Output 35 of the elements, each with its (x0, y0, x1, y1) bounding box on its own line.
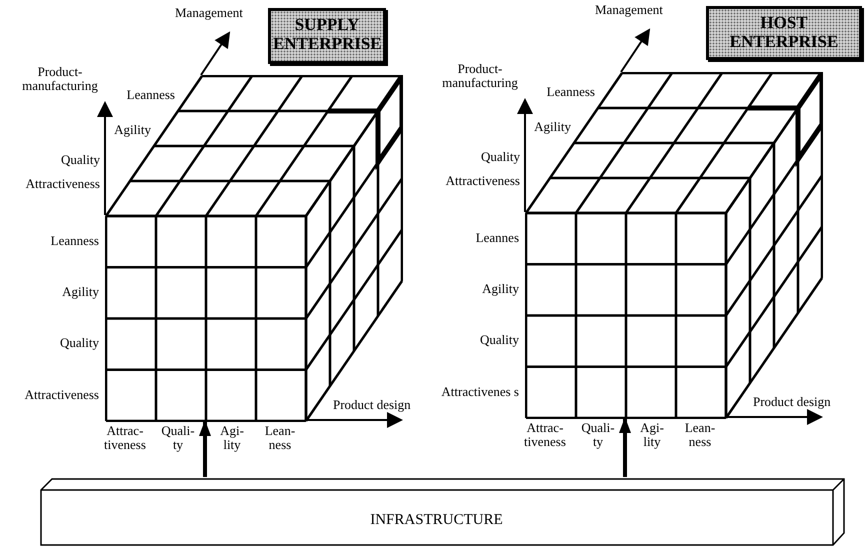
axis-label: Leanness (546, 85, 595, 99)
axis-label: Agility (534, 120, 571, 134)
axis-label: Leanness (126, 88, 175, 102)
axis-label: Attractiveness (26, 177, 100, 191)
axis-tick-label: Lean- ness (264, 424, 296, 452)
enterprise-label-box: SUPPLY ENTERPRISE (268, 8, 386, 64)
axis-tick-label: Agi- lity (219, 424, 245, 452)
axis-label: Agility (482, 282, 519, 296)
axis-label: Management (175, 6, 243, 20)
axis-label: Product design (333, 398, 411, 412)
arrow (199, 420, 211, 477)
axis-label: Attractiveness (24, 388, 99, 402)
axis-label: Management (595, 3, 663, 17)
axis-tick-label: Quali- ty (160, 424, 196, 452)
enterprise-label-box: HOST ENTERPRISE (706, 6, 862, 60)
axis-label: Quality (60, 336, 99, 350)
axis-label: Leannes (476, 231, 519, 245)
axis-tick-label: Attrac- tiveness (103, 424, 147, 452)
axis-label: Leanness (50, 234, 99, 248)
axis-label: Attractiveness (446, 174, 520, 188)
arrow (619, 417, 631, 477)
axis-label: Agility (62, 285, 99, 299)
axis-label: Quality (61, 153, 100, 167)
axis-tick-label: Agi- lity (639, 421, 665, 449)
axis-label: Attractivenes s (441, 385, 519, 399)
axis-label: Quality (480, 333, 519, 347)
axis-label: Product design (753, 395, 831, 409)
axis-tick-label: Attrac- tiveness (523, 421, 567, 449)
axis-label: Quality (481, 150, 520, 164)
axis-tick-label: Lean- ness (684, 421, 716, 449)
axis-tick-label: Product- manufacturing (21, 65, 99, 93)
axis-tick-label: Quali- ty (580, 421, 616, 449)
bar-label: INFRASTRUCTURE (369, 512, 504, 529)
axis-tick-label: Product- manufacturing (441, 62, 519, 90)
axis-label: Agility (114, 123, 151, 137)
